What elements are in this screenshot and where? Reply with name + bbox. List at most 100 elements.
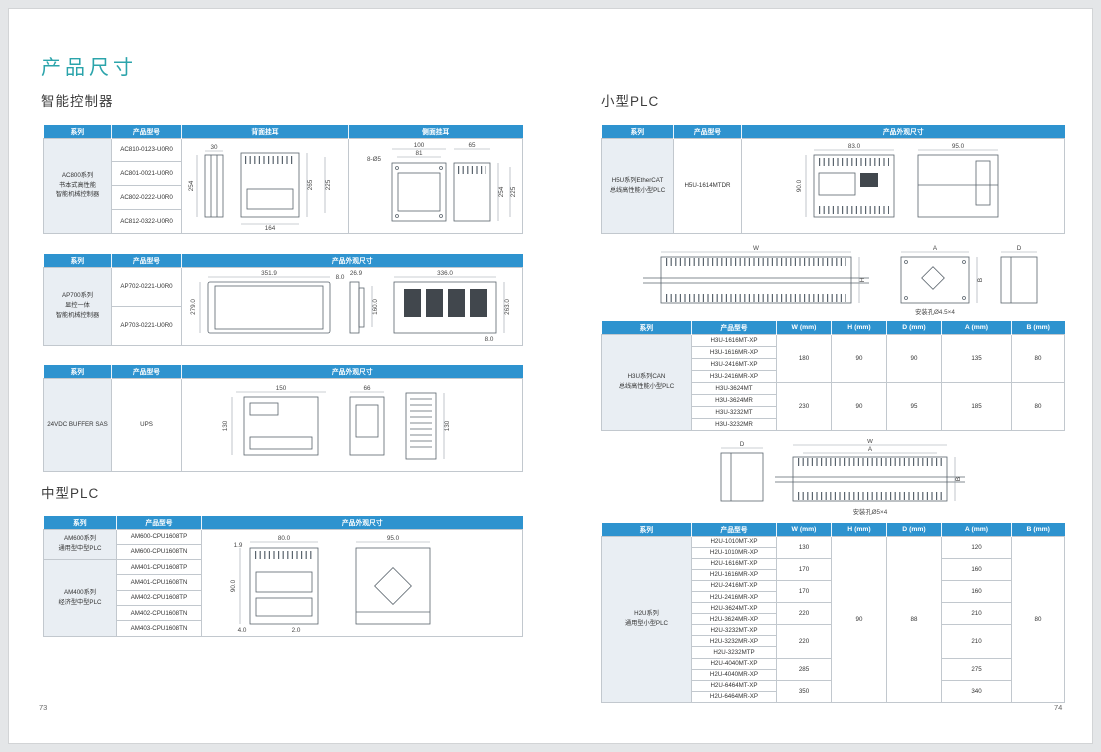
model-cell: H2U-3624MR-XP: [691, 613, 777, 626]
model-cell: AM403-CPU1608TN: [116, 620, 202, 637]
dim-label: W: [867, 439, 873, 445]
dim-label: 279.0: [190, 299, 197, 315]
column-header-series: 系列: [601, 321, 692, 334]
series-cell: H5U系列EtherCAT 总线高性能小型PLC: [601, 137, 674, 234]
dim-label: 130: [222, 420, 229, 431]
ac800-side-view: 100 81 8-Ø5 65: [367, 142, 517, 221]
column-header-series: 系列: [601, 523, 692, 536]
dim-label: 100: [413, 142, 424, 149]
dim-label: D: [1017, 245, 1022, 252]
column-header-dimensions: 产品外观尺寸: [741, 125, 1065, 138]
ups-drawing: 150 130 66: [181, 377, 523, 472]
model-cell: H3U-2416MT-XP: [691, 357, 777, 371]
dim-label: 26.9: [350, 270, 363, 277]
dim-label: 265: [307, 179, 314, 190]
value-cell-b: 80: [1011, 535, 1065, 703]
model-cell: UPS: [111, 377, 182, 472]
series-cell: H2U系列 通用型小型PLC: [601, 535, 692, 703]
value-cell-w: 230: [776, 381, 832, 431]
model-cell: AM401-CPU1608TN: [116, 574, 202, 591]
dim-label: W: [753, 245, 759, 252]
am-drawing: 1.9 80.0 90.0 4.0 2.0 95.0: [201, 528, 523, 637]
dim-label: 164: [265, 225, 276, 231]
dim-label: B: [955, 477, 962, 481]
column-header-model: 产品型号: [691, 523, 777, 536]
model-cell: H2U-3232MT-XP: [691, 624, 777, 637]
dim-label: 95.0: [952, 143, 965, 150]
model-cell: H2U-3232MR-XP: [691, 635, 777, 648]
column-header-b: B (mm): [1011, 321, 1065, 334]
dim-label: 336.0: [437, 270, 453, 277]
column-header-a: A (mm): [941, 523, 1012, 536]
model-cell: AM402-CPU1608TP: [116, 589, 202, 606]
dim-label: D: [740, 441, 745, 448]
value-cell-a: 185: [941, 381, 1012, 431]
dim-label: 8.0: [485, 336, 494, 343]
dim-label: 65: [468, 142, 476, 149]
dim-label: A: [868, 446, 873, 453]
dim-label: 150: [276, 385, 287, 392]
column-header-model: 产品型号: [673, 125, 742, 138]
value-cell-a: 135: [941, 333, 1012, 383]
dim-label: 8-Ø5: [367, 156, 381, 163]
value-cell-w: 350: [776, 679, 832, 703]
model-cell: H3U-3624MR: [691, 393, 777, 407]
model-cell: H3U-3624MT: [691, 381, 777, 395]
column-header-h: H (mm): [831, 321, 887, 334]
dim-label: 130: [444, 420, 451, 431]
page-title: 产品尺寸: [41, 57, 137, 79]
dim-label: 66: [363, 385, 371, 392]
dim-label: 254: [498, 186, 505, 197]
column-header-model: 产品型号: [111, 125, 182, 138]
model-cell: AC810-0123-U0R0: [111, 137, 182, 163]
model-cell: H3U-1616MT-XP: [691, 333, 777, 347]
dim-label: 263.0: [504, 299, 511, 315]
model-cell: AP702-0221-U0R0: [111, 266, 182, 307]
column-header-dimensions: 产品外观尺寸: [201, 516, 523, 529]
mounting-hole-note: 安装孔Ø5×4: [853, 507, 888, 516]
value-cell-a: 160: [941, 579, 1012, 604]
column-header-series: 系列: [43, 365, 112, 378]
column-header-dimensions: 产品外观尺寸: [181, 365, 523, 378]
value-cell-d: 88: [886, 535, 942, 703]
column-header-model: 产品型号: [111, 254, 182, 267]
model-cell: AC812-0322-U0R0: [111, 208, 182, 234]
column-header-series: 系列: [43, 516, 117, 529]
dim-label: 81: [415, 150, 423, 157]
column-header-h: H (mm): [831, 523, 887, 536]
model-cell: AP703-0221-U0R0: [111, 305, 182, 346]
dim-label: 225: [510, 186, 517, 197]
model-cell: H2U-1010MT-XP: [691, 535, 777, 548]
model-cell: AC801-0021-U0R0: [111, 161, 182, 186]
h3u-mounting-drawing: W H A B 安装孔Ø4.5×4 D: [601, 243, 1064, 319]
model-cell: H2U-6464MT-XP: [691, 679, 777, 692]
model-cell: H2U-6464MR-XP: [691, 690, 777, 703]
series-cell: 24VDC BUFFER SAS: [43, 377, 112, 472]
column-header-d: D (mm): [886, 523, 942, 536]
dim-label: 160.0: [372, 299, 379, 315]
model-cell: H2U-4040MT-XP: [691, 657, 777, 670]
model-cell: H2U-4040MR-XP: [691, 668, 777, 681]
series-cell: AC800系列 书本式高性能 智能机械控制器: [43, 137, 112, 234]
dim-label: 90.0: [230, 579, 237, 592]
ap700-table: 系列 产品型号 产品外观尺寸 AP700系列 显控一体 智能机械控制器 AP70…: [43, 254, 523, 346]
ap700-drawing: 351.9 8.0 279.0 26.9 160.0 336.0: [181, 266, 523, 346]
dim-label: 351.9: [261, 270, 277, 277]
model-cell: AC802-0222-U0R0: [111, 185, 182, 210]
dim-label: 2.0: [292, 627, 301, 634]
model-cell: H2U-1616MR-XP: [691, 568, 777, 581]
value-cell-d: 90: [886, 333, 942, 383]
model-cell: H3U-2416MR-XP: [691, 369, 777, 383]
model-cell: AM401-CPU1608TP: [116, 559, 202, 576]
column-header-side-ear: 侧面挂耳: [348, 125, 523, 138]
ac800-back-view: 30 254 164 265 225: [188, 144, 332, 231]
value-cell-a: 275: [941, 657, 1012, 681]
value-cell-b: 80: [1011, 381, 1065, 431]
dim-label: 225: [325, 179, 332, 190]
h5u-table: 系列 产品型号 产品外观尺寸 H5U系列EtherCAT 总线高性能小型PLC …: [601, 125, 1065, 234]
column-header-series: 系列: [43, 254, 112, 267]
column-header-b: B (mm): [1011, 523, 1065, 536]
value-cell-w: 180: [776, 333, 832, 383]
value-cell-w: 220: [776, 602, 832, 626]
model-cell: H2U-3624MT-XP: [691, 602, 777, 615]
